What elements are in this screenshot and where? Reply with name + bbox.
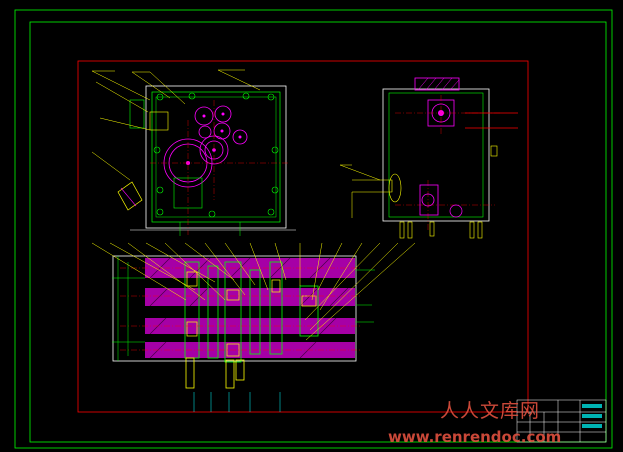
outer-frame xyxy=(14,9,613,449)
front-view xyxy=(91,69,296,236)
watermark-url: www.renrendoc.com xyxy=(388,428,562,446)
watermark-cjk: 人人文库网 xyxy=(440,400,541,422)
title-block xyxy=(516,399,607,443)
red-frame xyxy=(77,60,529,413)
side-view xyxy=(339,77,518,239)
drawing-border xyxy=(29,21,607,443)
section-view xyxy=(91,242,416,412)
